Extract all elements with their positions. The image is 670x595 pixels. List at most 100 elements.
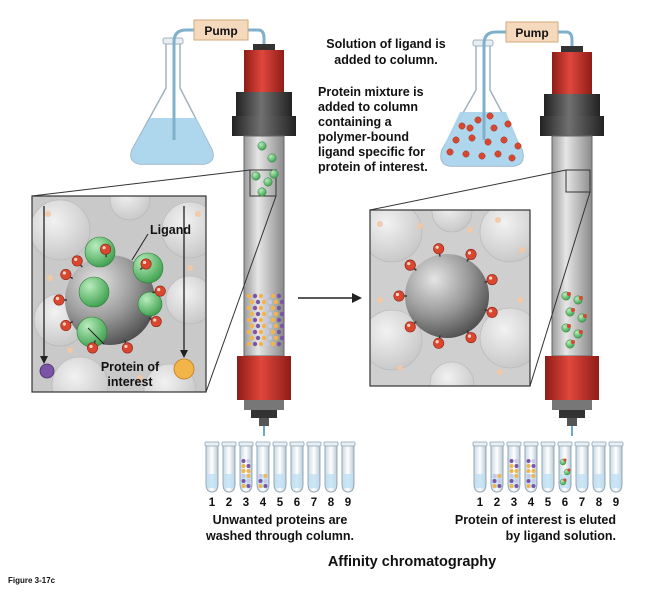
background-bead — [51, 356, 109, 392]
background-speck — [67, 347, 73, 353]
background-speck — [137, 375, 143, 381]
right-column — [540, 46, 604, 436]
tube-number: 9 — [345, 497, 351, 509]
protein-of-interest — [78, 276, 110, 308]
tube-protein — [509, 484, 514, 488]
ligand — [433, 337, 445, 349]
protein-label-line2: interest — [107, 375, 153, 389]
bound-ligand — [571, 308, 575, 312]
top-caption-line1: Solution of ligand is — [326, 37, 445, 51]
ligand-in-solution — [486, 112, 494, 120]
tube-protein — [246, 459, 251, 463]
ligand — [393, 290, 405, 302]
unwanted-protein — [270, 293, 276, 299]
test-tube — [204, 441, 220, 493]
unwanted-protein — [279, 311, 285, 317]
ligand-highlight — [153, 318, 157, 322]
tube-protein — [509, 464, 514, 468]
tube-protein — [246, 474, 251, 478]
tube-protein — [492, 474, 497, 478]
ligand-in-solution — [474, 116, 482, 124]
test-tube — [506, 441, 522, 493]
test-tube — [289, 441, 305, 493]
unwanted-protein — [270, 317, 276, 323]
ligand-highlight — [489, 276, 493, 280]
unwanted-protein — [258, 341, 264, 347]
tube-protein — [497, 484, 502, 488]
tube-protein — [263, 474, 268, 478]
tube-protein — [241, 474, 246, 478]
unwanted-protein — [252, 293, 258, 299]
tube-protein — [526, 459, 531, 463]
bound-ligand — [567, 324, 571, 328]
test-tube — [608, 441, 624, 493]
tube-protein — [531, 484, 536, 488]
unwanted-protein — [276, 305, 282, 311]
left-column — [232, 44, 296, 436]
ligand-in-solution — [458, 122, 466, 130]
test-tube — [591, 441, 607, 493]
middle-caption-line2: added to column — [318, 100, 418, 114]
unwanted-protein — [249, 323, 255, 329]
tube-protein — [531, 459, 536, 463]
unwanted-protein — [246, 293, 252, 299]
unwanted-protein — [267, 335, 273, 341]
unwanted-protein — [273, 335, 279, 341]
test-tube — [472, 441, 488, 493]
right-flask — [440, 39, 524, 167]
test-tube — [540, 441, 556, 493]
tube-protein — [241, 464, 246, 468]
tube-number: 2 — [494, 497, 500, 509]
bound-ligand — [579, 330, 583, 334]
background-bead — [479, 210, 530, 263]
ligand-highlight — [407, 262, 411, 266]
unwanted-protein — [246, 305, 252, 311]
ligand — [486, 306, 498, 318]
ligand-in-solution — [484, 138, 492, 146]
unwanted-protein — [279, 299, 285, 305]
unwanted-protein — [264, 305, 270, 311]
tube-protein — [258, 479, 263, 483]
tube-protein — [492, 479, 497, 483]
ligand — [404, 259, 416, 271]
protein-of-interest — [84, 236, 116, 268]
tube-number: 6 — [562, 497, 568, 509]
ligand-in-solution — [478, 152, 486, 160]
tube-protein — [246, 464, 251, 468]
unwanted-protein — [270, 329, 276, 335]
ligand — [486, 274, 498, 286]
test-tube — [557, 441, 573, 493]
ligand-highlight — [395, 292, 400, 297]
tube-protein — [514, 479, 519, 483]
tube-protein — [514, 469, 519, 473]
bound-ligand — [579, 296, 583, 300]
test-tube — [272, 441, 288, 493]
ligand-highlight — [489, 309, 493, 313]
right-caption-line2: by ligand solution. — [506, 529, 616, 543]
test-tube — [306, 441, 322, 493]
test-tube — [574, 441, 590, 493]
unwanted-protein — [279, 323, 285, 329]
unwanted-protein — [264, 329, 270, 335]
tube-protein — [526, 484, 531, 488]
ligand-highlight — [435, 340, 439, 344]
ligand-highlight — [142, 260, 147, 265]
tube-protein — [514, 459, 519, 463]
ligand — [433, 243, 445, 255]
ligand — [150, 316, 162, 328]
tube-protein — [258, 484, 263, 488]
ligand-in-solution — [462, 150, 470, 158]
tube-protein — [497, 474, 502, 478]
tube-number: 1 — [477, 497, 484, 509]
figure-label: Figure 3-17c — [8, 576, 56, 585]
ligand-in-solution — [490, 124, 498, 132]
unwanted-protein — [258, 293, 264, 299]
ligand-highlight — [102, 246, 106, 250]
unwanted-protein — [246, 341, 252, 347]
bound-ligand — [567, 292, 571, 296]
tube-protein — [531, 474, 536, 478]
ligand-highlight — [62, 322, 66, 326]
right-caption-line1: Protein of interest is eluted — [455, 513, 616, 527]
tube-number: 5 — [277, 497, 284, 509]
